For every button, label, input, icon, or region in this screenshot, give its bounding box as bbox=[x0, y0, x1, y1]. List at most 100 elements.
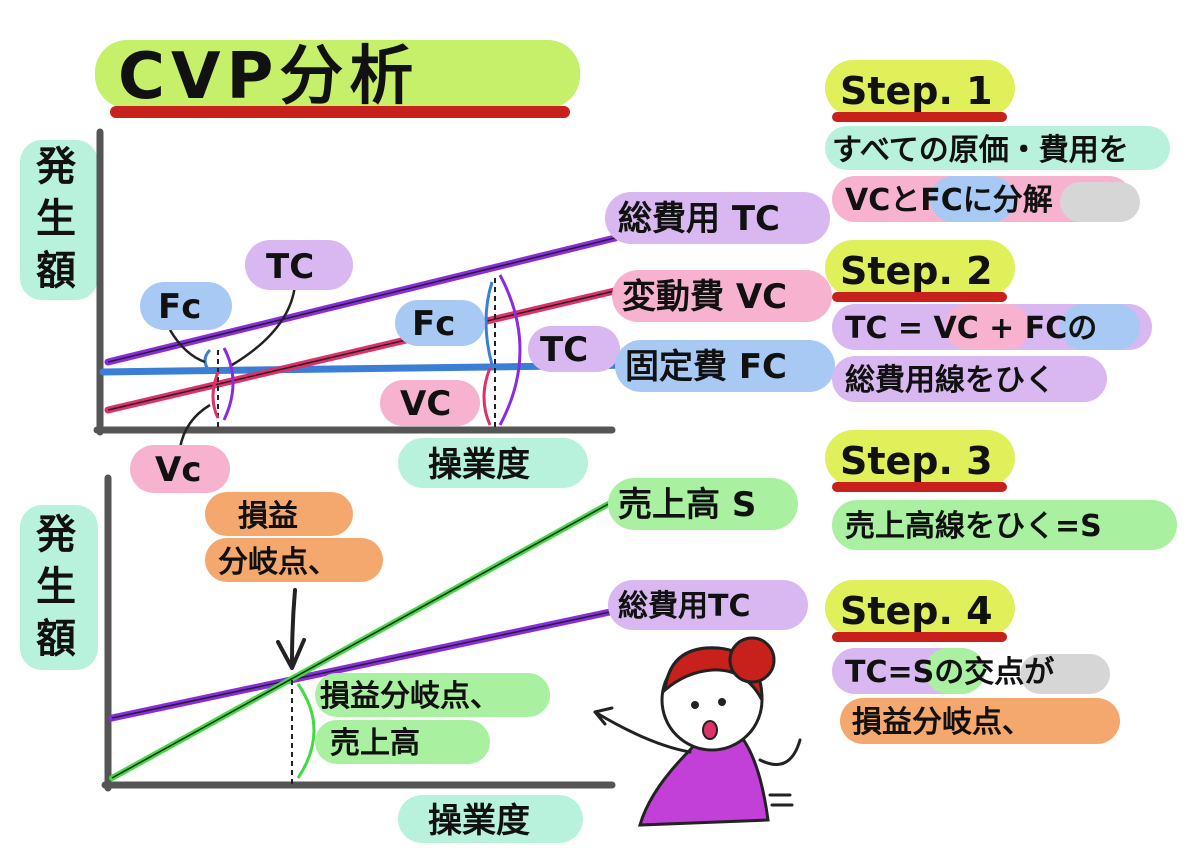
chart2-bracket-bep-sales bbox=[296, 683, 316, 779]
chart2-xlabel-bg bbox=[398, 795, 583, 843]
chart1-callout-vc-right: VC bbox=[400, 384, 451, 424]
chart1-callout-fc-left-bg bbox=[140, 282, 232, 330]
step-2-line-2-bg bbox=[832, 356, 1107, 402]
step-1-line-1: すべての原価・費用を bbox=[832, 133, 1129, 168]
character-mouth bbox=[702, 720, 718, 740]
chart1-label-vc: 変動費 VC bbox=[622, 277, 787, 317]
chart1-label-tc-bg bbox=[605, 192, 830, 244]
chart1-xlabel: 操業度 bbox=[428, 445, 530, 485]
step-4-heading-underline bbox=[832, 632, 1007, 642]
chart2-bep-sales-bg1 bbox=[315, 673, 550, 717]
step-2-line-2: 総費用線をひく bbox=[845, 363, 1055, 398]
character-motion-lines bbox=[768, 793, 794, 807]
step-3-heading: Step. 3 bbox=[840, 439, 993, 483]
chart2-ylabel-2: 生 bbox=[36, 564, 76, 610]
character-eye-left bbox=[691, 701, 699, 709]
step-2-heading-underline bbox=[832, 292, 1007, 302]
chart1-callout-tc-left: TC bbox=[266, 247, 314, 287]
chart2-bep-sales-label-1: 損益分岐点、 bbox=[320, 679, 500, 714]
chart2-bep-label-2: 分岐点、 bbox=[218, 545, 338, 580]
chart1-callout-vc-left: Vc bbox=[155, 450, 201, 490]
chart2-bep-label-bg2 bbox=[205, 538, 383, 582]
chart1-callout-vc-left-bg bbox=[130, 445, 230, 493]
chart2-bep-arrow-shaft bbox=[290, 588, 297, 664]
step-1-line-1-bg bbox=[825, 126, 1170, 170]
chart2-bep-sales-label-2: 売上高 bbox=[330, 726, 420, 761]
step-1-line-2-accent bbox=[930, 176, 1015, 222]
chart2-label-tc: 総費用TC bbox=[618, 589, 750, 624]
chart1-ylabel-bg bbox=[20, 140, 98, 300]
step-1-heading: Step. 1 bbox=[840, 69, 993, 113]
character-arm-right bbox=[758, 738, 802, 766]
chart2-ylabel-bg bbox=[20, 505, 98, 670]
chart2-sales-line-edge bbox=[111, 501, 613, 779]
chart1-pointer-vc-left bbox=[178, 403, 211, 449]
chart1-label-fc-bg bbox=[615, 340, 835, 392]
chart2-label-sales-bg bbox=[608, 478, 798, 530]
character-bun bbox=[728, 636, 776, 684]
step-4-heading: Step. 4 bbox=[840, 589, 993, 633]
chart1-tc-line-edge bbox=[107, 237, 616, 363]
chart1: 発 生 額 Fc TC Vc Fc bbox=[20, 128, 835, 493]
chart1-ylabel-2: 生 bbox=[36, 196, 76, 242]
character-arm-pointing bbox=[593, 706, 692, 754]
step-2: Step. 2 TC = VC + FCの 総費用線をひく bbox=[825, 240, 1152, 402]
step-1-heading-underline bbox=[832, 112, 1007, 122]
step-4-line-1-s bbox=[925, 648, 985, 694]
step-4-line-1: TC=Sの交点が bbox=[845, 655, 1054, 690]
chart1-callout-tc-left-bg bbox=[245, 240, 353, 290]
step-3: Step. 3 売上高線をひく=S bbox=[825, 430, 1177, 550]
step-4-heading-bg bbox=[825, 580, 1015, 636]
chart1-xlabel-bg bbox=[398, 438, 588, 488]
step-2-heading-bg bbox=[825, 240, 1015, 296]
step-4: Step. 4 TC=Sの交点が 損益分岐点、 bbox=[825, 580, 1120, 744]
chart2-label-tc-bg bbox=[608, 580, 808, 630]
step-4-line-2-bg bbox=[840, 698, 1120, 744]
chart1-label-fc: 固定費 FC bbox=[625, 347, 787, 387]
steps-panel: Step. 1 すべての原価・費用を VCとFCに分解 Step. 2 TC =… bbox=[825, 60, 1177, 744]
character-eye-right bbox=[718, 698, 726, 706]
chart1-vc-line-edge bbox=[107, 284, 641, 411]
step-2-line-1: TC = VC + FCの bbox=[845, 311, 1097, 346]
chart2-tc-line-edge bbox=[111, 611, 611, 719]
step-3-line-1-bg bbox=[832, 500, 1177, 550]
chart1-bracket-tc-left bbox=[222, 347, 235, 421]
page-title: CVP分析 bbox=[118, 40, 419, 114]
chart1-callout-fc-right: Fc bbox=[412, 304, 455, 344]
step-2-line-1-fc bbox=[1060, 304, 1140, 350]
chart1-label-tc: 総費用 TC bbox=[618, 199, 780, 239]
step-3-heading-underline bbox=[832, 482, 1007, 492]
chart1-callout-vc-right-bg bbox=[380, 380, 480, 426]
step-3-heading-bg bbox=[825, 430, 1015, 486]
step-2-line-1-vc bbox=[945, 304, 1030, 350]
chart1-bracket-tc-right bbox=[498, 274, 522, 426]
chart1-pointer-tc-left bbox=[231, 284, 297, 367]
step-1-line-2-gray bbox=[1060, 182, 1140, 222]
chart2: 発 生 額 損益 分岐点、 損益分岐点、 売上高 売上高 S 総費用TC 操業度 bbox=[20, 474, 808, 843]
pointing-girl-icon bbox=[593, 636, 802, 827]
chart1-label-vc-bg bbox=[612, 270, 832, 322]
chart2-bep-arrow-head bbox=[276, 638, 306, 670]
step-1-heading-bg bbox=[825, 60, 1015, 116]
chart1-callout-tc-right: TC bbox=[540, 330, 588, 370]
step-4-line-2: 損益分岐点、 bbox=[852, 705, 1032, 740]
step-2-heading: Step. 2 bbox=[840, 249, 993, 293]
chart1-bracket-fc-right bbox=[484, 281, 494, 366]
chart1-bracket-fc-left bbox=[203, 348, 212, 373]
chart2-ylabel-3: 額 bbox=[36, 616, 76, 662]
chart1-ylabel-3: 額 bbox=[36, 248, 76, 294]
chart2-bep-label-1: 損益 bbox=[238, 499, 298, 534]
chart2-bep-sales-bg2 bbox=[315, 720, 490, 764]
chart1-pointer-fc-left bbox=[168, 329, 206, 364]
step-1: Step. 1 すべての原価・費用を VCとFCに分解 bbox=[825, 60, 1170, 222]
chart2-ylabel-1: 発 bbox=[36, 512, 77, 558]
chart1-callout-fc-left: Fc bbox=[158, 287, 201, 327]
chart1-callout-tc-right-bg bbox=[528, 326, 620, 372]
title-highlight bbox=[95, 40, 580, 108]
chart1-callout-fc-right-bg bbox=[395, 300, 485, 346]
step-1-line-2: VCとFCに分解 bbox=[845, 183, 1053, 218]
chart1-ylabel-1: 発 bbox=[36, 144, 77, 190]
step-3-line-1: 売上高線をひく=S bbox=[845, 509, 1102, 544]
chart1-bracket-vc-right bbox=[482, 367, 492, 426]
